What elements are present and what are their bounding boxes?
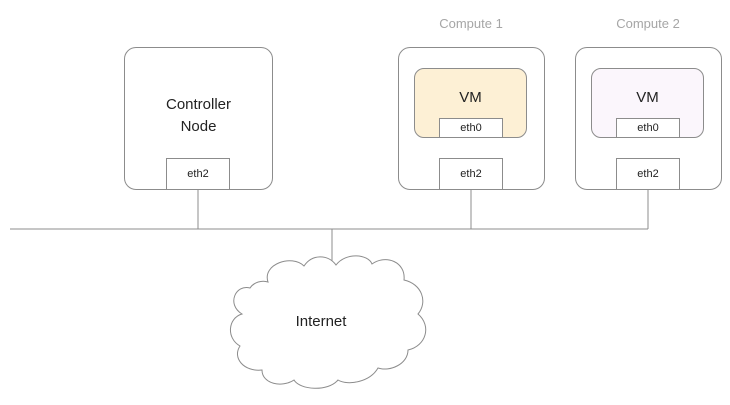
compute1-vm-eth0-port: eth0	[439, 118, 503, 138]
compute2-eth2-port: eth2	[616, 158, 680, 190]
compute1-vm-label: VM	[459, 89, 482, 106]
compute1-eth2-port: eth2	[439, 158, 503, 190]
compute2-label: Compute 2	[616, 16, 680, 31]
controller-node-title: Controller Node	[124, 94, 273, 138]
compute1-label: Compute 1	[439, 16, 503, 31]
compute2-vm-label: VM	[636, 89, 659, 106]
controller-title-line2: Node	[180, 118, 217, 135]
internet-label: Internet	[295, 313, 347, 330]
compute2-vm-eth0-port: eth0	[616, 118, 680, 138]
internet-cloud	[230, 255, 427, 389]
controller-eth2-port: eth2	[166, 158, 230, 190]
controller-title-line1: Controller	[165, 96, 232, 113]
